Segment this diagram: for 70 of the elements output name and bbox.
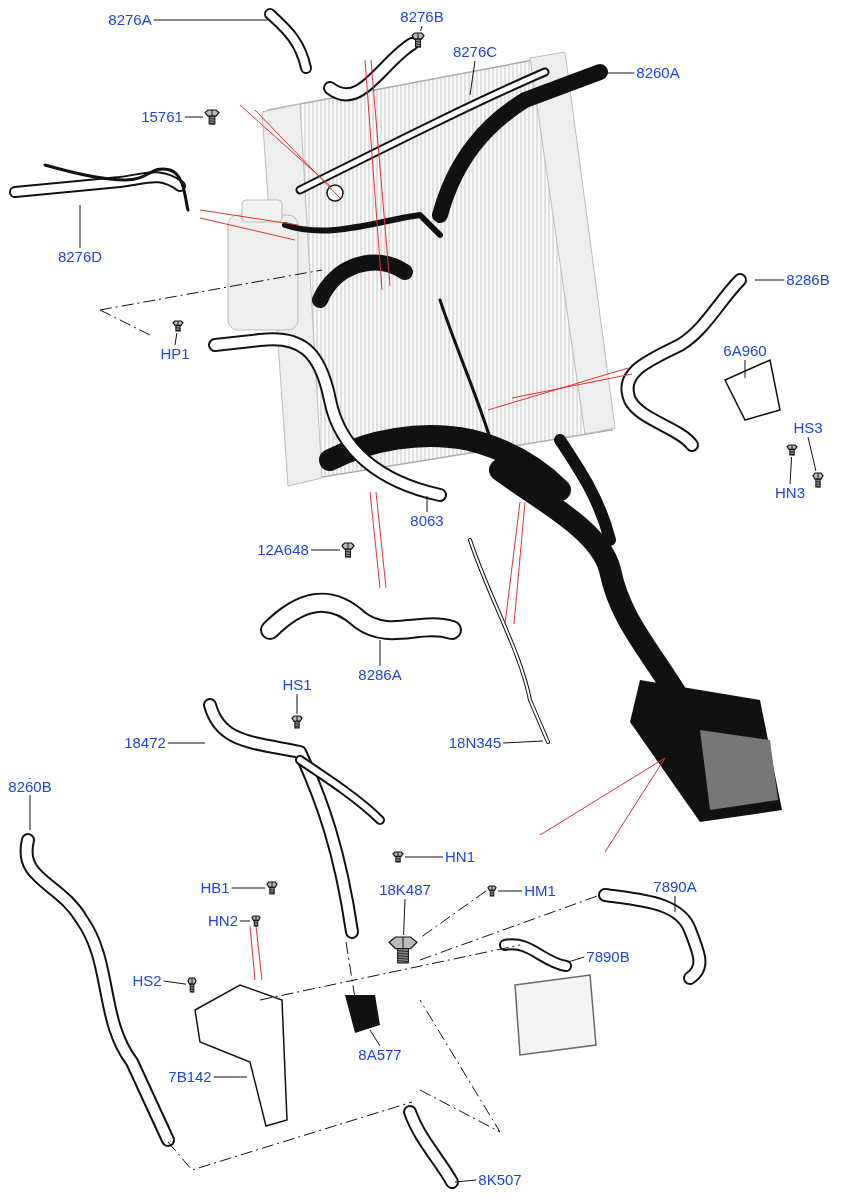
part-number: 8K507 [477,1172,523,1188]
part-number: HS3 [792,420,824,436]
part-number: 8260B [7,779,53,795]
leader-line [296,693,298,715]
fastener-icon [786,444,798,456]
leader-line [153,19,269,21]
part-number: 8063 [409,513,445,529]
leader-line [184,116,204,118]
part-number: HB1 [199,880,231,896]
leader-line [426,495,428,513]
leader-line [502,740,544,744]
leader-line [674,895,676,913]
fastener-icon [204,109,220,125]
part-number: 7890B [585,949,631,965]
part-number: HP1 [159,346,191,362]
fastener-icon [187,977,197,993]
leader-line [79,204,81,249]
fastener-icon [392,851,404,863]
part-number: 18K487 [378,882,432,898]
part-number: 18N345 [447,735,503,751]
leader-line [604,72,635,74]
part-number: 8260A [635,65,681,81]
part-number: 15761 [140,109,184,125]
leader-line [789,456,793,485]
housing-icon [388,936,418,964]
leader-line [744,359,746,379]
part-number: 7B142 [167,1069,213,1085]
leader-line [404,856,444,858]
fastener-icon [172,320,184,332]
part-number: HN2 [207,913,239,929]
fastener-icon [411,32,425,48]
part-number: 6A960 [722,343,768,359]
leader-line [231,887,266,889]
part-number: HN1 [444,849,476,865]
fastener-icon [341,542,355,558]
leader-line [163,980,187,985]
part-number: HS1 [281,677,313,693]
leader-line [167,742,206,744]
part-number: 7890A [652,879,698,895]
leader-line [567,956,585,963]
leader-line [420,25,423,32]
part-number: HS2 [131,973,163,989]
leader-line [454,1179,477,1183]
part-number: HN3 [774,485,806,501]
leader-line [174,332,178,346]
fastener-icon [487,885,497,897]
fastener-icon [291,715,303,729]
part-number: 8276B [399,9,445,25]
part-number: 8286A [357,667,403,683]
leader-line [239,920,251,922]
part-number: 8276A [107,12,153,28]
leader-line [403,898,406,936]
leader-line [754,279,785,281]
part-number: 8A577 [357,1047,403,1063]
fastener-icon [266,881,278,895]
leader-line [807,436,817,472]
part-number: 8276C [451,44,499,60]
leader-line [469,60,476,96]
leader-line [213,1076,248,1078]
leader-line [310,549,341,551]
leader-line [379,639,381,667]
part-number: 8276D [56,249,104,265]
part-number: 8286B [785,272,831,288]
part-number: HM1 [523,883,557,899]
fastener-icon [812,472,824,488]
fastener-icon [251,915,261,927]
leader-line [497,890,523,892]
leader-line [369,1029,381,1047]
part-number: 18472 [123,735,167,751]
part-number: 12A648 [256,542,310,558]
